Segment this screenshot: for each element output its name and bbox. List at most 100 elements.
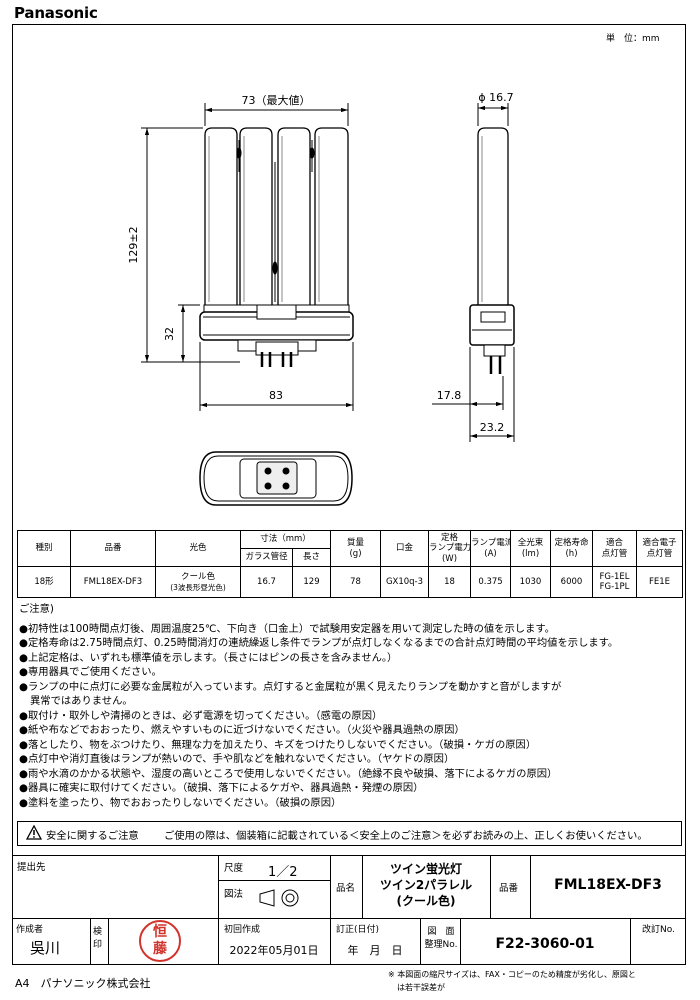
warning-triangle-icon [26, 825, 42, 840]
header-electronic-starter: 適合電子点灯管 [636, 530, 683, 567]
revision-date: 年 月 日 [347, 944, 403, 957]
drawing-no: F22-3060-01 [495, 936, 595, 952]
scale-row-line [218, 880, 330, 881]
note-item: ●塗料を塗ったり、物でおおったりしないでください。（破損の原因） [19, 796, 342, 809]
bottom-pin-block [256, 461, 298, 495]
header-rated-power: 定格ランプ電力(W) [428, 530, 471, 567]
dim-label-base-width: 83 [269, 389, 283, 402]
dim-label-side-b: 23.2 [480, 421, 505, 434]
unit-label: 単 位：mm [606, 34, 660, 44]
note-item: ●器具に確実に取付けてください。（破損、落下によるケガや、器具過熱・発煙の原因） [19, 782, 424, 794]
note-item: ●紙や布などでおおったり、燃えやすいものに近づけないでください。（火災や器具過熱… [19, 724, 465, 736]
bridge-joint [236, 147, 242, 159]
cell-rated-life: 6000 [550, 566, 593, 598]
cell-type: 18形 [17, 566, 71, 598]
product-no-label: 品番 [499, 883, 519, 894]
connector-center [255, 341, 299, 356]
bottom-outline [199, 451, 353, 506]
header-mass: 質量(g) [330, 530, 381, 567]
scale-label: 尺度 [224, 863, 244, 874]
front-view [199, 127, 354, 367]
third-angle-projection-icon [259, 889, 299, 907]
header-product-no: 品番 [70, 530, 156, 567]
note-item-continued: 異常ではありません。 [30, 695, 133, 707]
drawing-no-label: 図 面 整理No. [422, 926, 460, 952]
cell-mass: 78 [330, 566, 381, 598]
dim-label-base-height: 32 [163, 327, 176, 341]
sheet-frame [12, 24, 686, 965]
product-name: ツイン蛍光灯 ツイン2パラレル (クール色) [362, 861, 490, 909]
brand-logo: Panasonic [14, 4, 98, 22]
titleblock-divider [330, 855, 331, 965]
header-type: 種別 [17, 530, 71, 567]
inspection-label-char: 印 [93, 940, 103, 950]
dim-label-diameter: ϕ 16.7 [478, 91, 513, 104]
cell-tube-dia: 16.7 [240, 566, 293, 598]
pin-end [264, 482, 272, 490]
side-connector [483, 344, 506, 357]
footnote-line: は若干誤差が [397, 983, 445, 992]
note-item: ●雨や水滴のかかる状態や、湿度の高いところで使用しないでください。（絶縁不良や破… [19, 767, 558, 780]
note-item: ●ランプの中に点灯に必要な金属粒が入っています。点灯すると金属粒が黒く見えたりラ… [19, 680, 562, 693]
projection-label: 図法 [224, 889, 244, 900]
footnote-line: ※ 本図面の縮尺サイズは、FAX・コピーのため精度が劣化し、原図と [388, 970, 636, 979]
titleblock-divider [108, 918, 109, 965]
safety-notice: 安全に関するご注意 ご使用の際は、個装箱に記載されている＜安全上のご注意＞を必ず… [17, 821, 682, 846]
notes-title: ご注意) [19, 603, 54, 615]
product-no: FML18EX-DF3 [554, 877, 662, 893]
side-base [469, 304, 515, 346]
bottom-view [199, 451, 353, 506]
cell-luminous-flux: 1030 [510, 566, 551, 598]
titleblock-divider [218, 855, 219, 965]
note-item: ●専用器具でご使用ください。 [19, 666, 162, 678]
cell-rated-power: 18 [428, 566, 471, 598]
header-dimensions: 寸法（mm） [240, 530, 331, 549]
header-tube-dia: ガラス管径 [240, 548, 293, 567]
titleblock-divider [90, 918, 91, 965]
header-rated-life: 定格寿命(h) [550, 530, 593, 567]
bottom-connector [239, 458, 317, 499]
revision-label: 訂正(日付) [336, 925, 380, 935]
dim-label-side-a: 17.8 [437, 389, 462, 402]
dim-label-width: 73（最大値） [242, 93, 311, 107]
titleblock-divider [530, 855, 531, 918]
product-name-label: 品名 [336, 883, 356, 894]
notes-section: ご注意) ●初特性は100時間点灯後、周囲温度25℃、下向き（口金上）で試験用安… [19, 602, 683, 810]
titleblock-mid-line [12, 918, 686, 919]
safety-heading: 安全に関するご注意 [46, 830, 139, 842]
header-base: 口金 [380, 530, 429, 567]
first-created-date: 2022年05月01日 [229, 944, 319, 957]
safety-text: ご使用の際は、個装箱に記載されている＜安全上のご注意＞を必ずお読みの上、正しくお… [164, 830, 648, 842]
note-item: ●落としたり、物をぶつけたり、無理な力を加えたり、キズをつけたりしないでください… [19, 738, 537, 751]
seal-char: 藤 [153, 941, 167, 957]
header-lamp-current: ランプ電流(A) [470, 530, 511, 567]
note-item: ●点灯中や消灯直後はランプが熱いので、手や肌などを触れないでください。（ヤケドの… [19, 753, 455, 765]
pin-end [282, 482, 290, 490]
pin-end [264, 467, 272, 475]
header-length: 長さ [292, 548, 331, 567]
note-item: ●上記定格は、いずれも標準値を示します。（長さにはピンの長さを含みません。） [19, 651, 398, 664]
tube-1 [204, 127, 238, 305]
center-joint [272, 261, 278, 275]
titleblock-divider [362, 855, 363, 918]
product-name-line: ツイン2パラレル [379, 878, 473, 892]
titleblock-divider [630, 918, 631, 965]
side-tube [477, 127, 509, 305]
side-dimensions [432, 103, 515, 442]
drawing-no-label-line: 整理No. [424, 940, 458, 950]
header-starter: 適合点灯管 [592, 530, 637, 567]
note-item: ●初特性は100時間点灯後、周囲温度25℃、下向き（口金上）で試験用安定器を用い… [19, 622, 555, 635]
first-created-label: 初回作成 [224, 925, 261, 935]
drawing-no-label-line: 図 面 [427, 927, 455, 937]
base-recess [256, 304, 297, 320]
inspection-label: 検 印 [93, 926, 102, 952]
cell-color: クール色(3波長形昼光色) [155, 566, 241, 598]
cell-product-no: FML18EX-DF3 [70, 566, 156, 598]
table-header-row: 種別 品番 光色 寸法（mm） 質量(g) 口金 定格ランプ電力(W) ランプ電… [17, 530, 683, 567]
submit-to-label: 提出先 [17, 862, 46, 873]
tube-4 [314, 127, 349, 305]
product-name-line: (クール色) [396, 894, 456, 908]
inspection-label-char: 検 [93, 927, 103, 937]
cell-length: 129 [292, 566, 331, 598]
